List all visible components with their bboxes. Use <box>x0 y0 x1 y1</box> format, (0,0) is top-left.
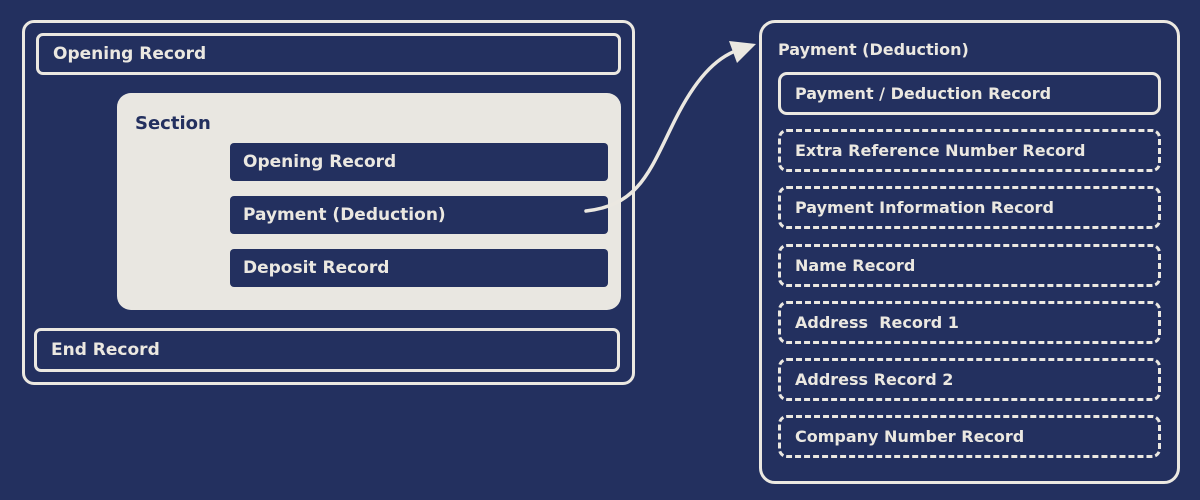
section-payment-deduction: Payment (Deduction) <box>230 196 608 234</box>
file-opening-record-label: Opening Record <box>53 44 207 64</box>
name-record: Name Record <box>778 244 1161 287</box>
company-number-record-label: Company Number Record <box>795 427 1025 446</box>
payment-deduction-panel <box>759 20 1180 484</box>
section-opening-record: Opening Record <box>230 143 608 181</box>
company-number-record: Company Number Record <box>778 415 1161 458</box>
name-record-label: Name Record <box>795 256 916 275</box>
section-deposit-record: Deposit Record <box>230 249 608 287</box>
file-structure-panel <box>22 20 635 385</box>
section-opening-record-label: Opening Record <box>243 152 397 172</box>
extra-reference-number-record-label: Extra Reference Number Record <box>795 141 1086 160</box>
address-record-2-label: Address Record 2 <box>795 370 954 389</box>
file-end-record-label: End Record <box>51 340 160 360</box>
address-record-1-label: Address Record 1 <box>795 313 959 332</box>
file-end-record: End Record <box>34 328 620 372</box>
payment-deduction-record: Payment / Deduction Record <box>778 72 1161 115</box>
extra-reference-number-record: Extra Reference Number Record <box>778 129 1161 172</box>
section-deposit-record-label: Deposit Record <box>243 258 390 278</box>
address-record-2: Address Record 2 <box>778 358 1161 401</box>
payment-deduction-record-label: Payment / Deduction Record <box>795 84 1052 103</box>
payment-information-record: Payment Information Record <box>778 186 1161 229</box>
payment-deduction-panel-title: Payment (Deduction) <box>778 40 969 59</box>
section-title: Section <box>135 113 211 134</box>
file-opening-record: Opening Record <box>36 33 621 75</box>
section-payment-deduction-label: Payment (Deduction) <box>243 205 446 225</box>
address-record-1: Address Record 1 <box>778 301 1161 344</box>
payment-information-record-label: Payment Information Record <box>795 198 1054 217</box>
section-block: Section Opening Record Payment (Deductio… <box>117 93 621 310</box>
